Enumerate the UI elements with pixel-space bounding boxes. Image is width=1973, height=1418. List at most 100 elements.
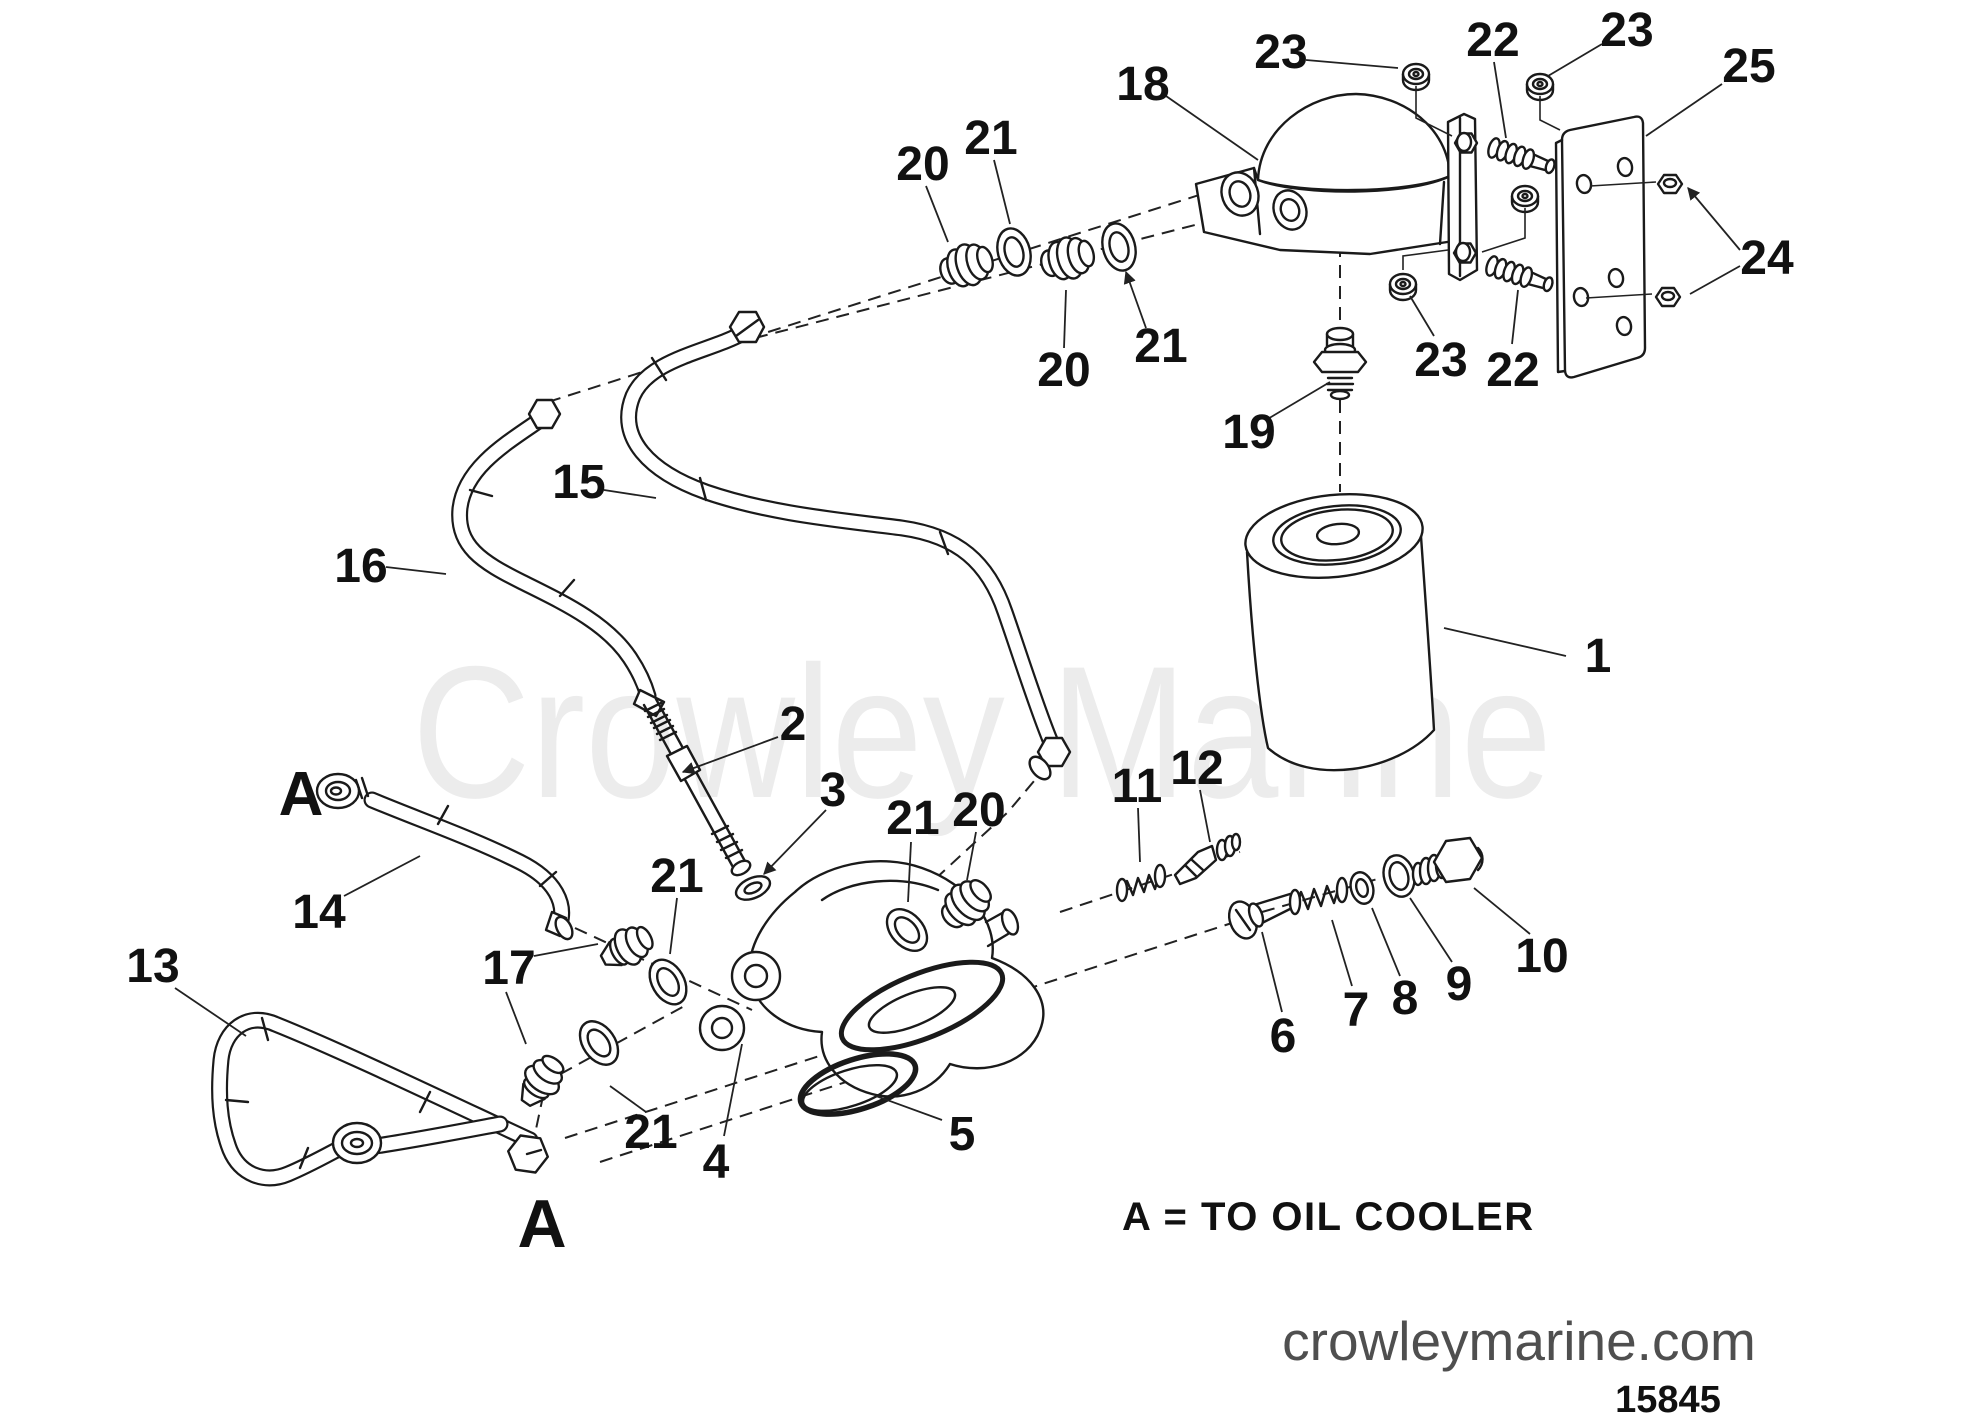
oil-pump-body bbox=[698, 860, 1045, 1098]
mounting-screw-22 bbox=[1482, 253, 1557, 297]
oil-line-14 bbox=[315, 772, 574, 941]
website-text: crowleymarine.com bbox=[1282, 1310, 1756, 1372]
callout-leader bbox=[1265, 381, 1331, 421]
callout-leader bbox=[343, 855, 421, 897]
oil-filter-1 bbox=[1244, 492, 1436, 772]
callout-leader bbox=[993, 159, 1011, 225]
callout-label-20: 20 bbox=[896, 138, 949, 191]
callout-leader bbox=[1511, 289, 1519, 345]
callout-leader bbox=[1473, 887, 1531, 935]
callout-label-23: 23 bbox=[1414, 334, 1467, 387]
washer-21 bbox=[991, 223, 1037, 281]
callout-leader bbox=[1261, 931, 1283, 1013]
fitting-17-upper bbox=[593, 917, 661, 979]
callout-label-22: 22 bbox=[1486, 344, 1539, 397]
callout-leader bbox=[681, 736, 779, 774]
callout-leader bbox=[505, 991, 527, 1045]
callout-label-21: 21 bbox=[964, 112, 1017, 165]
callout-label-21: 21 bbox=[886, 792, 939, 845]
callout-leader bbox=[603, 489, 657, 499]
callout-label-12: 12 bbox=[1170, 742, 1223, 795]
callout-leader bbox=[1371, 907, 1401, 977]
callout-leader bbox=[1687, 187, 1741, 251]
callout-label-15: 15 bbox=[552, 456, 605, 509]
callout-label-16: 16 bbox=[334, 540, 387, 593]
fitting-20 bbox=[933, 236, 1000, 295]
o-ring-5 bbox=[797, 1051, 919, 1117]
filter-head-18 bbox=[1194, 92, 1479, 282]
plug-10 bbox=[1411, 836, 1484, 887]
callout-leader bbox=[925, 185, 949, 243]
relief-valve-parts bbox=[1115, 832, 1484, 940]
oil-line-15 bbox=[620, 310, 1072, 781]
nipple-fitting-19 bbox=[1312, 326, 1368, 401]
callout-leader bbox=[763, 809, 827, 875]
callout-label-24: 24 bbox=[1740, 232, 1794, 285]
head-bracket bbox=[1446, 112, 1479, 282]
marker-a-2: A bbox=[517, 1186, 566, 1262]
callout-label-6: 6 bbox=[1270, 1010, 1297, 1063]
callout-label-2: 2 bbox=[780, 698, 807, 751]
callout-leader bbox=[966, 831, 977, 881]
callout-leader bbox=[723, 1043, 743, 1137]
callout-label-1: 1 bbox=[1585, 630, 1612, 683]
callout-label-21: 21 bbox=[1134, 320, 1187, 373]
callout-label-20: 20 bbox=[952, 784, 1005, 837]
callout-leader bbox=[533, 943, 599, 957]
callout-label-3: 3 bbox=[820, 764, 847, 817]
callout-leader bbox=[174, 987, 247, 1037]
spring-7 bbox=[1293, 881, 1342, 914]
callout-label-20: 20 bbox=[1037, 344, 1090, 397]
mounting-screw-22 bbox=[1484, 135, 1559, 179]
marker-a-1: A bbox=[279, 760, 324, 829]
callout-leader bbox=[1305, 59, 1399, 69]
callout-label-13: 13 bbox=[126, 940, 179, 993]
washer-21 bbox=[1096, 218, 1142, 276]
callout-leader bbox=[1331, 919, 1353, 987]
callout-leader bbox=[1645, 83, 1723, 137]
callout-label-10: 10 bbox=[1515, 930, 1568, 983]
washer-3 bbox=[734, 875, 772, 901]
nut-24 bbox=[1654, 286, 1682, 308]
oil-line-13 bbox=[211, 1011, 549, 1187]
callout-label-21: 21 bbox=[650, 850, 703, 903]
callout-leader bbox=[1493, 61, 1507, 139]
callout-label-7: 7 bbox=[1343, 984, 1370, 1037]
ring-8 bbox=[1349, 871, 1375, 905]
callout-label-4: 4 bbox=[703, 1136, 730, 1189]
mounting-plate-25 bbox=[1554, 115, 1657, 379]
callout-leader bbox=[1547, 43, 1603, 77]
nut-24 bbox=[1656, 173, 1684, 195]
callout-leader bbox=[385, 566, 447, 575]
oil-line-16 bbox=[451, 398, 666, 718]
callout-label-25: 25 bbox=[1722, 40, 1775, 93]
callout-label-9: 9 bbox=[1446, 958, 1473, 1011]
callout-label-18: 18 bbox=[1116, 58, 1169, 111]
banjo-fitting bbox=[331, 1121, 383, 1165]
legend-text: A = TO OIL COOLER bbox=[1122, 1195, 1535, 1239]
callout-leader bbox=[1443, 627, 1567, 657]
callout-leader bbox=[1063, 289, 1067, 349]
callout-leader bbox=[1689, 265, 1741, 295]
spring-11 bbox=[1115, 863, 1167, 903]
callout-leader bbox=[1409, 295, 1435, 337]
callout-leader bbox=[1123, 270, 1147, 329]
fitting-12 bbox=[1173, 832, 1242, 886]
callout-label-8: 8 bbox=[1392, 972, 1419, 1025]
callout-label-22: 22 bbox=[1466, 14, 1519, 67]
locknut-23 bbox=[1388, 272, 1418, 302]
callout-label-21: 21 bbox=[624, 1106, 677, 1159]
callout-label-23: 23 bbox=[1254, 26, 1307, 79]
callout-label-11: 11 bbox=[1112, 760, 1163, 813]
washer-21 bbox=[640, 952, 696, 1012]
fitting-20 bbox=[1035, 230, 1100, 287]
callout-leader bbox=[875, 1095, 943, 1121]
callout-leader bbox=[609, 1085, 647, 1113]
callout-leader bbox=[1199, 789, 1211, 843]
drawing-number: 15845 bbox=[1615, 1379, 1721, 1418]
callout-leader bbox=[669, 897, 678, 955]
callout-label-23: 23 bbox=[1600, 4, 1653, 57]
callout-label-19: 19 bbox=[1222, 406, 1275, 459]
